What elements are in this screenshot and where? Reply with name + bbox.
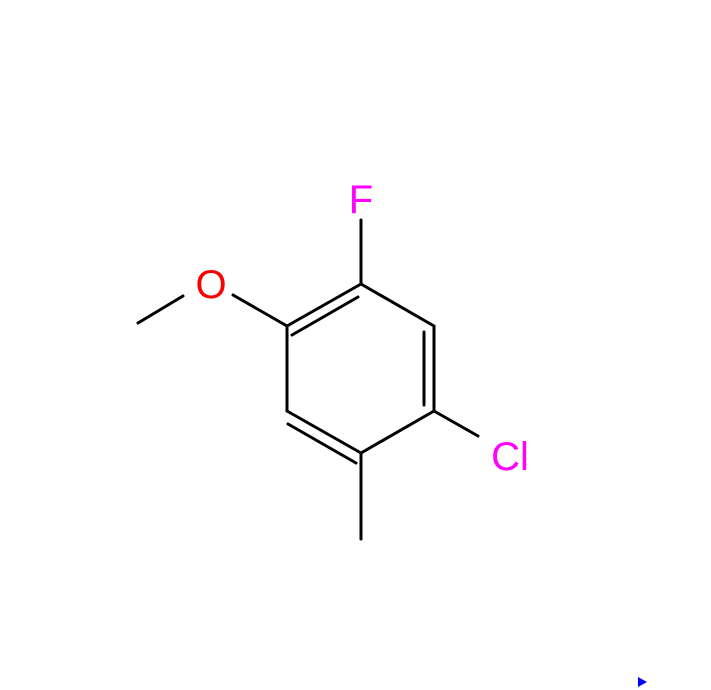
ring-bond-c1-c2	[359, 282, 436, 328]
ring-bond-c6-c1-inner	[290, 295, 360, 337]
bond-c6-oxygen	[231, 293, 289, 328]
corner-arrow-marker	[638, 677, 647, 687]
ring-bond-c4-c5	[285, 409, 363, 455]
atom-label-fluorine: F	[349, 178, 373, 222]
atom-label-chlorine: Cl	[491, 435, 529, 479]
ring-bond-c4-c5-inner	[286, 422, 358, 465]
bond-oxygen-methyl	[136, 294, 185, 325]
atom-label-oxygen: O	[195, 263, 226, 307]
ring-bond-c3-c4	[359, 409, 436, 455]
bond-c3-chlorine	[432, 409, 480, 438]
ring-bond-c6-c1	[285, 282, 363, 328]
